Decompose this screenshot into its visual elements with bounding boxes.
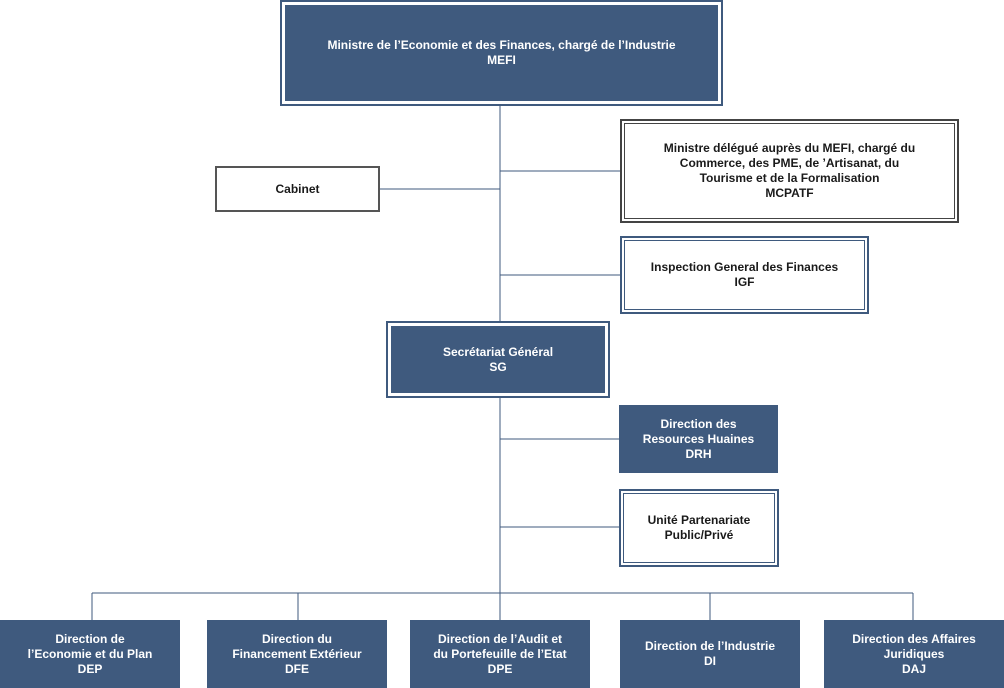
dep-line1: Direction de xyxy=(55,631,125,646)
drh-line2: Resources Huaines xyxy=(642,431,755,446)
node-dfe: Direction du Financement Extérieur DFE xyxy=(207,620,387,688)
node-upp: Unité Partenariate Public/Privé xyxy=(619,489,779,567)
igf-title: Inspection General des Finances xyxy=(650,260,839,274)
node-drh: Direction des Resources Huaines DRH xyxy=(619,405,778,473)
di-line1: Direction de l’Industrie xyxy=(644,639,776,653)
mcpatf-line3: Tourisme et de la Formalisation xyxy=(699,171,880,185)
node-cabinet: Cabinet xyxy=(215,166,380,212)
drh-acronym: DRH xyxy=(685,446,712,461)
drh-line1: Direction des xyxy=(660,416,737,431)
daj-line1: Direction des Affaires xyxy=(852,631,976,646)
node-sg: Secrétariat Général SG xyxy=(386,321,610,398)
cabinet-title: Cabinet xyxy=(275,181,320,196)
dfe-line1: Direction du xyxy=(261,631,332,646)
dpe-line2: du Portefeuille de l’Etat xyxy=(433,646,567,661)
sg-acronym: SG xyxy=(489,359,507,374)
dfe-line2: Financement Extérieur xyxy=(232,646,362,661)
upp-line2: Public/Privé xyxy=(664,528,734,542)
upp-line1: Unité Partenariate xyxy=(647,513,751,527)
dfe-acronym: DFE xyxy=(285,661,309,676)
node-igf: Inspection General des Finances IGF xyxy=(620,236,869,314)
mefi-title: Ministre de l’Economie et des Finances, … xyxy=(327,38,676,52)
node-daj: Direction des Affaires Juridiques DAJ xyxy=(824,620,1004,688)
mcpatf-acronym: MCPATF xyxy=(765,186,814,200)
mcpatf-line2: Commerce, des PME, de ’Artisanat, du xyxy=(679,156,900,170)
node-di: Direction de l’Industrie DI xyxy=(620,620,800,688)
node-dpe: Direction de l’Audit et du Portefeuille … xyxy=(410,620,590,688)
dep-line2: l’Economie et du Plan xyxy=(27,646,153,661)
node-dep: Direction de l’Economie et du Plan DEP xyxy=(0,620,180,688)
dpe-acronym: DPE xyxy=(487,661,513,676)
mefi-acronym: MEFI xyxy=(487,53,516,67)
di-acronym: DI xyxy=(704,654,716,668)
node-mcpatf: Ministre délégué auprès du MEFI, chargé … xyxy=(620,119,959,223)
dep-acronym: DEP xyxy=(77,661,103,676)
mcpatf-line1: Ministre délégué auprès du MEFI, chargé … xyxy=(663,141,916,155)
daj-line2: Juridiques xyxy=(883,646,945,661)
sg-title: Secrétariat Général xyxy=(442,344,554,359)
dpe-line1: Direction de l’Audit et xyxy=(437,631,562,646)
node-mefi: Ministre de l’Economie et des Finances, … xyxy=(280,0,723,106)
daj-acronym: DAJ xyxy=(901,661,926,676)
igf-acronym: IGF xyxy=(734,275,755,289)
